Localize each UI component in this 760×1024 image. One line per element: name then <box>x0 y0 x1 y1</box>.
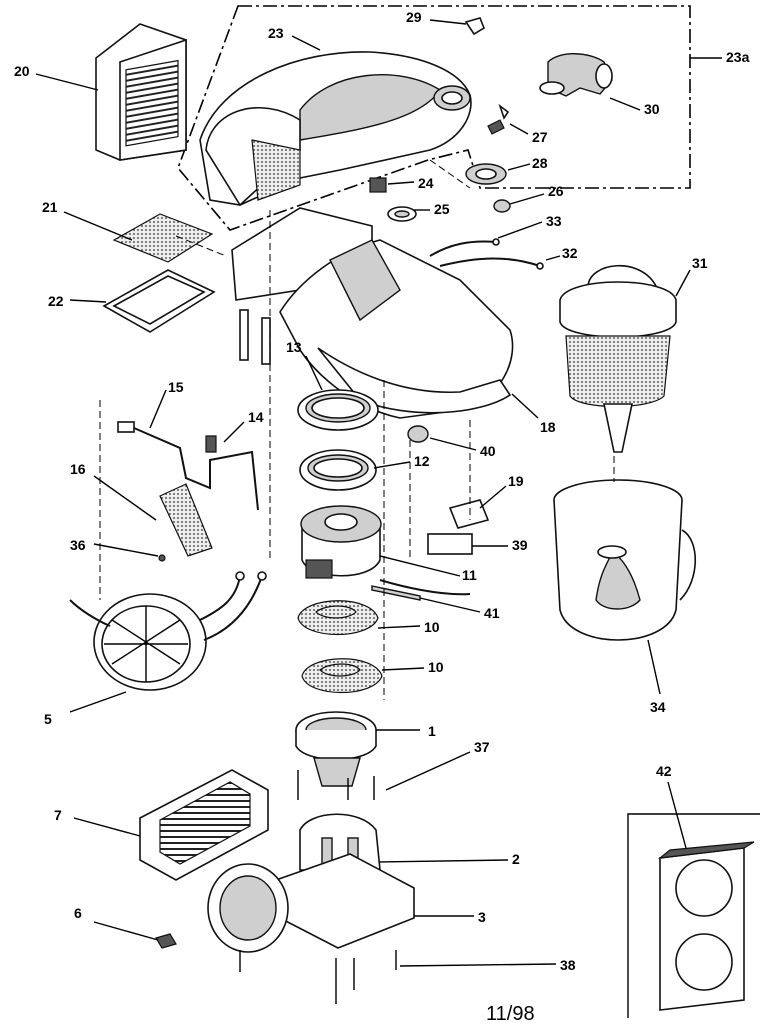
date-code: 11/98 <box>486 1003 535 1024</box>
callout-38: 38 <box>560 957 576 973</box>
part-42-inset <box>627 813 760 1018</box>
part-36-screw <box>158 554 166 562</box>
callout-6: 6 <box>74 905 82 921</box>
part-28-seal-ring <box>465 163 507 185</box>
callout-23: 23 <box>268 25 284 41</box>
callout-41: 41 <box>484 605 500 621</box>
part-25-grommet <box>387 206 417 222</box>
callout-18: 18 <box>540 419 556 435</box>
part-30-elbow-fitting <box>539 53 613 97</box>
part-11-motor <box>300 505 382 579</box>
callout-7: 7 <box>54 807 62 823</box>
callout-10-lower: 10 <box>428 659 444 675</box>
callout-24: 24 <box>418 175 434 191</box>
part-7-rear-panel <box>139 769 269 881</box>
callout-5: 5 <box>44 711 52 727</box>
part-22-filter-frame <box>102 269 216 333</box>
part-38-screws <box>239 950 397 1004</box>
part-13-gasket <box>297 389 379 431</box>
part-23-top-cover <box>199 51 472 207</box>
callout-23a: 23a <box>726 49 750 65</box>
callout-2: 2 <box>512 851 520 867</box>
callout-25: 25 <box>434 201 450 217</box>
part-24-switch <box>369 177 387 193</box>
part-10-filter-lower <box>301 658 383 693</box>
part-41-cable <box>371 579 471 601</box>
part-20-grille-box <box>95 23 187 161</box>
callout-22: 22 <box>48 293 64 309</box>
part-19-switch-plate <box>448 499 490 529</box>
part-32-wire <box>439 257 544 270</box>
part-5-cord-reel <box>69 571 267 691</box>
callout-21: 21 <box>42 199 58 215</box>
callout-11: 11 <box>462 567 477 583</box>
callout-13: 13 <box>286 339 302 355</box>
callout-1: 1 <box>428 723 436 739</box>
assembly-guide-lines <box>99 159 615 700</box>
callout-39: 39 <box>512 537 528 553</box>
part-37-screws <box>297 770 375 800</box>
leader-lines <box>35 19 722 967</box>
callout-36: 36 <box>70 537 86 553</box>
callout-3: 3 <box>478 909 486 925</box>
part-16-bracket <box>159 483 213 557</box>
part-1-motor-mount <box>295 711 377 787</box>
callout-29: 29 <box>406 9 422 25</box>
part-29-latch <box>464 17 485 36</box>
callout-32: 32 <box>562 245 578 261</box>
part-6-clip <box>155 933 177 949</box>
part-34-dirt-cup <box>553 479 697 641</box>
part-18-main-housing <box>231 207 514 419</box>
part-14-connector <box>205 435 217 453</box>
callout-34: 34 <box>650 699 666 715</box>
part-21-filter-pad <box>112 213 214 263</box>
callout-14: 14 <box>248 409 264 425</box>
callout-27: 27 <box>532 129 548 145</box>
part-39-board <box>427 533 473 555</box>
part-12-gasket <box>299 449 377 491</box>
callout-42: 42 <box>656 763 672 779</box>
part-10-filter-upper <box>297 600 379 635</box>
callout-26: 26 <box>548 183 564 199</box>
part-40-wheel <box>407 425 429 443</box>
callout-31: 31 <box>692 255 708 271</box>
callout-33: 33 <box>546 213 562 229</box>
callout-labels: 20 21 22 23 23a 29 30 27 28 24 25 26 33 … <box>14 9 750 1024</box>
callout-20: 20 <box>14 63 30 79</box>
part-15-wire-harness <box>117 421 259 511</box>
callout-10-upper: 10 <box>424 619 440 635</box>
callout-19: 19 <box>508 473 524 489</box>
callout-28: 28 <box>532 155 548 171</box>
callout-12: 12 <box>414 453 430 469</box>
callout-15: 15 <box>168 379 184 395</box>
assembly-23a-boundary <box>177 5 691 231</box>
part-27-clip <box>487 103 510 135</box>
part-26-knob <box>493 199 511 213</box>
callout-37: 37 <box>474 739 490 755</box>
part-31-cyclone-separator <box>559 264 677 453</box>
part-3-base-pan <box>207 853 415 953</box>
callout-30: 30 <box>644 101 660 117</box>
part-33-wire <box>429 238 500 257</box>
callout-40: 40 <box>480 443 496 459</box>
callout-16: 16 <box>70 461 86 477</box>
